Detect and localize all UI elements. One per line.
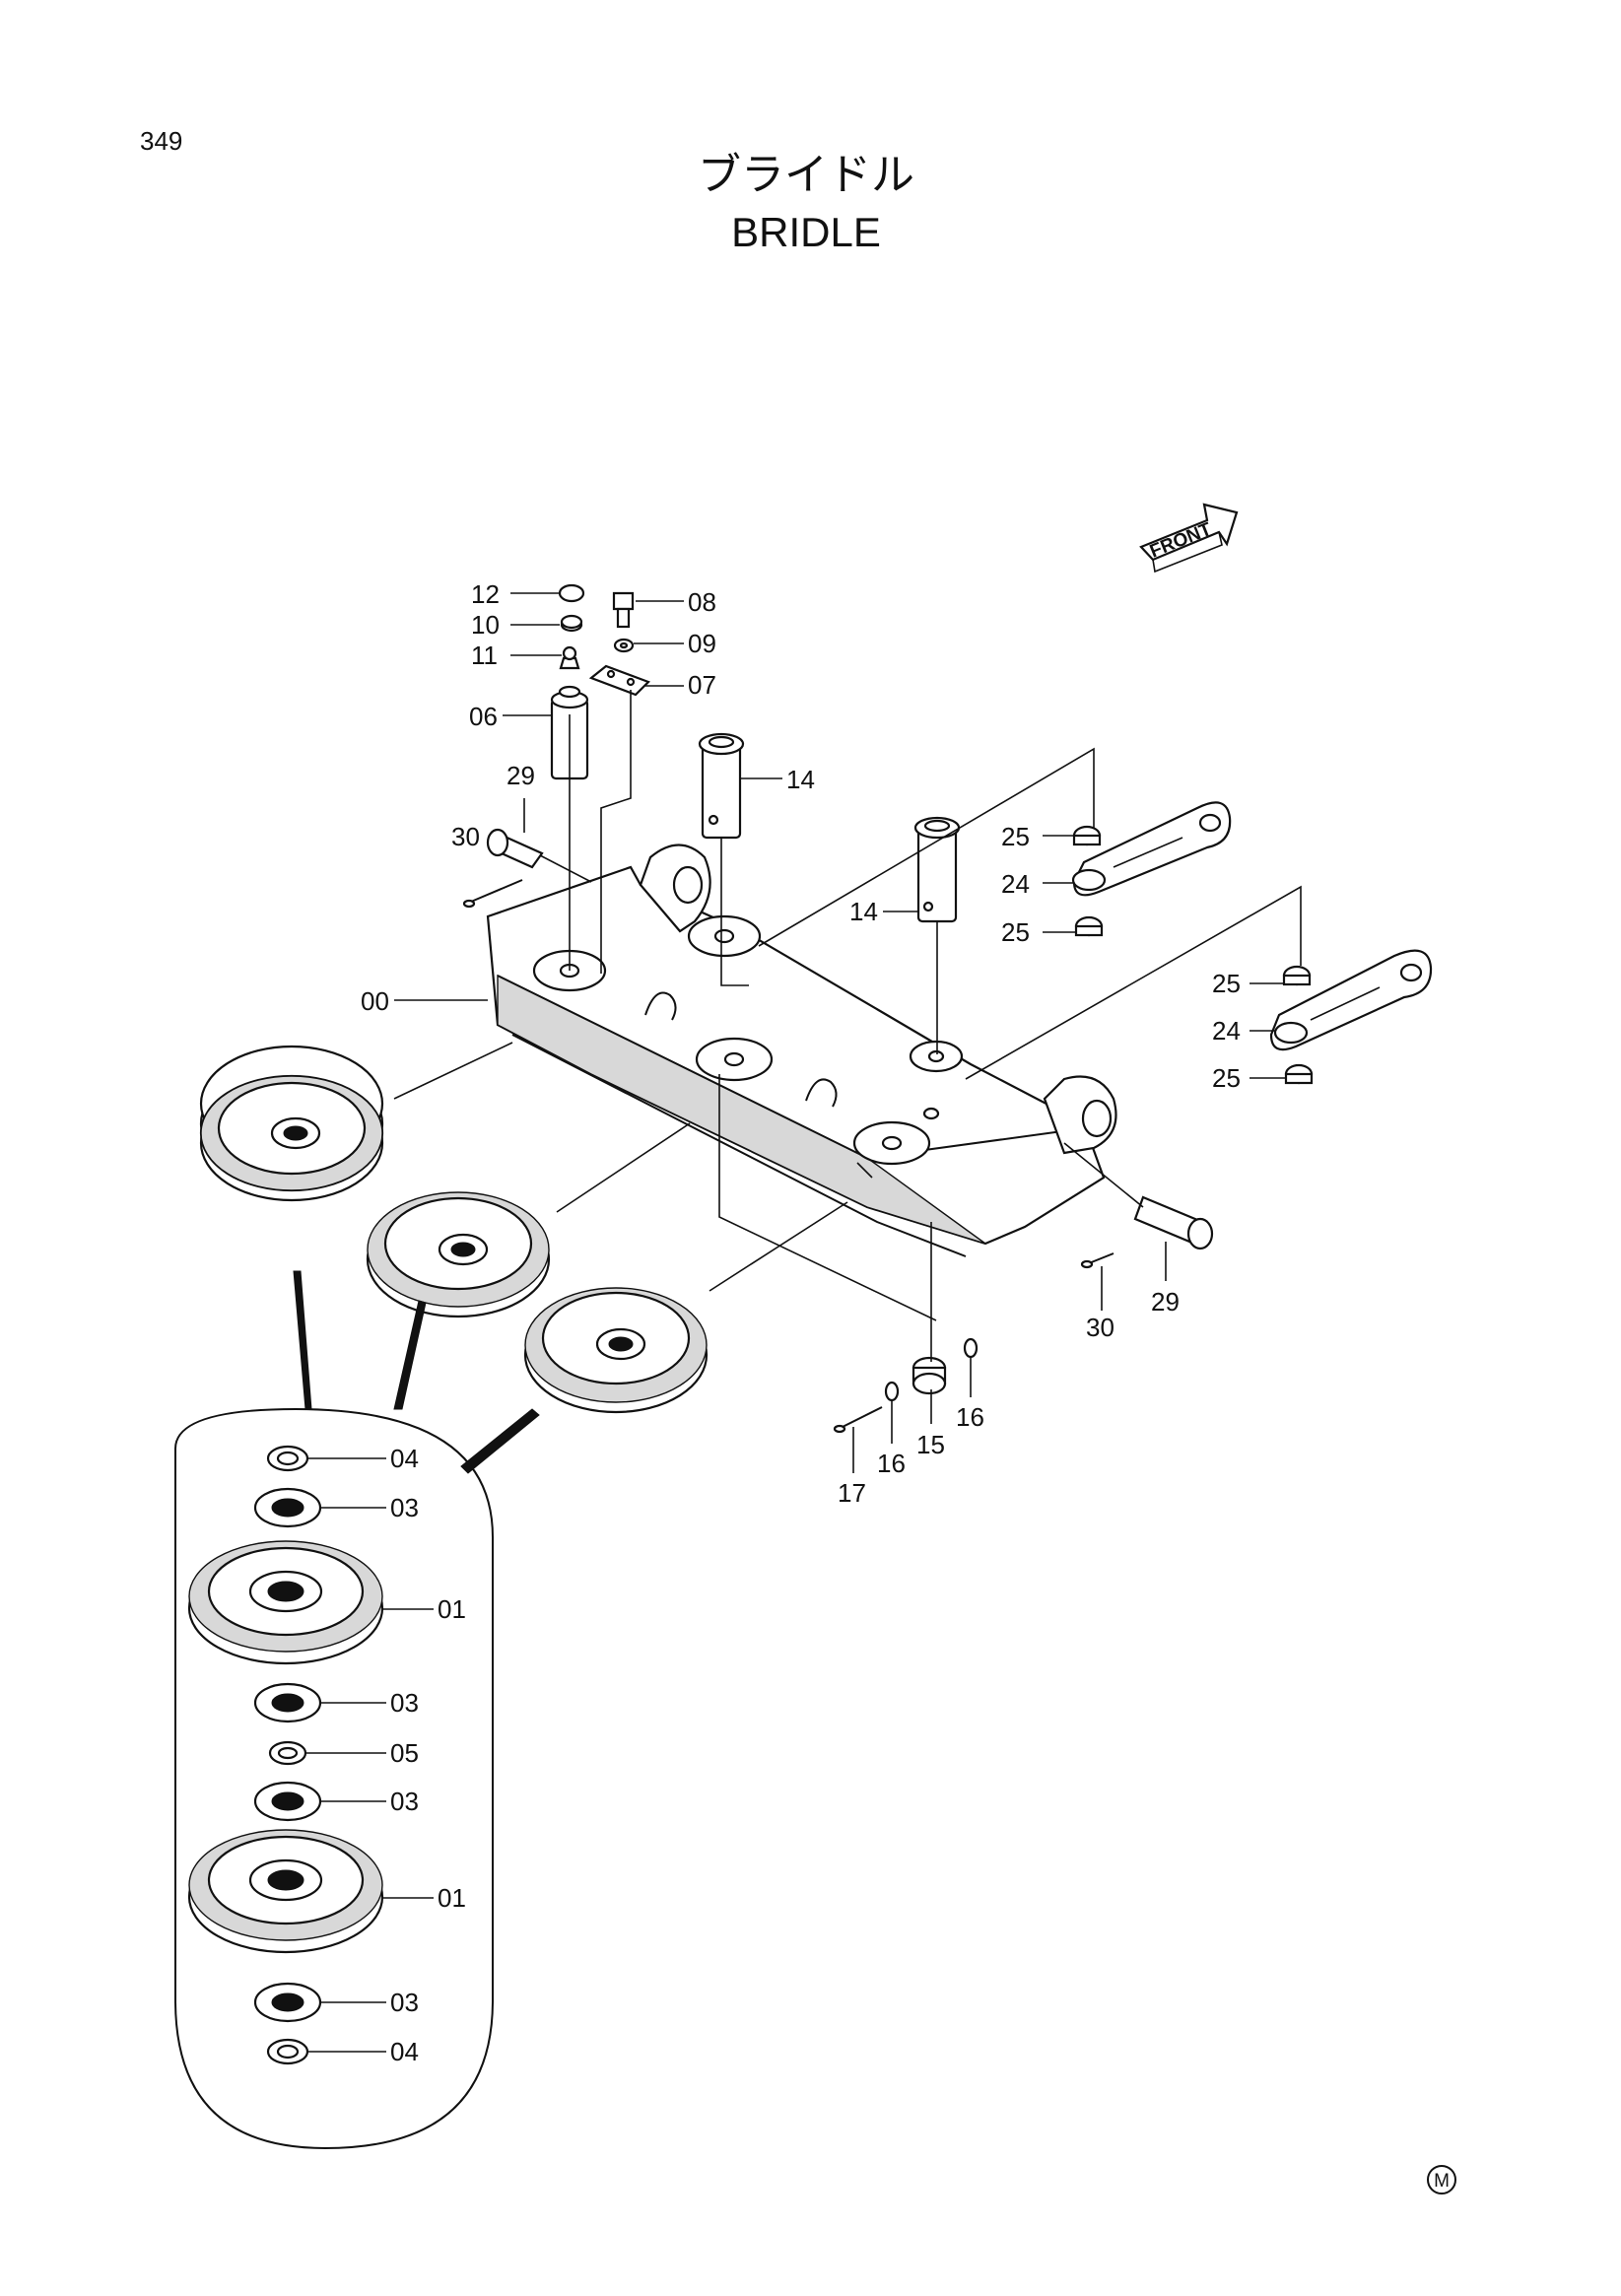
pin-29-right (1133, 1195, 1214, 1250)
pointer-wedge (460, 1408, 540, 1474)
callout-labels: 12 10 11 06 08 09 07 14 14 29 30 00 25 2… (361, 579, 1241, 2066)
callout-label: 25 (1212, 969, 1241, 998)
page-number: 349 (140, 126, 182, 156)
callout-label: 30 (451, 822, 480, 851)
callout-label: 17 (838, 1478, 866, 1508)
callout-label: 04 (390, 2037, 419, 2066)
cotter-pin-17 (833, 1406, 883, 1434)
callout-label: 29 (1151, 1287, 1180, 1317)
plate-07 (588, 664, 650, 697)
callout-label: 25 (1001, 822, 1030, 851)
exploded-view-capsule (174, 1407, 494, 2150)
front-label: FRONT (1147, 519, 1215, 563)
arm-24-upper (1071, 801, 1232, 897)
pin-29-left (486, 828, 544, 869)
callout-label: 16 (877, 1449, 906, 1478)
mark-symbol: M (1434, 2171, 1450, 2192)
callout-label: 11 (471, 641, 498, 670)
callout-label: 06 (469, 702, 498, 731)
bushing-15 (912, 1356, 947, 1395)
callout-label: 10 (471, 610, 500, 640)
callout-label: 30 (1086, 1313, 1114, 1342)
callout-label: 25 (1001, 917, 1030, 947)
exploded-sheave-parts (187, 1445, 384, 2065)
callout-label: 29 (507, 761, 535, 790)
callout-label: 03 (390, 1688, 419, 1718)
cotter-pin-30-right (1080, 1252, 1114, 1269)
callout-label: 03 (390, 1493, 419, 1522)
callout-label: 12 (471, 579, 500, 609)
callout-label: 01 (438, 1594, 466, 1624)
pin-14-right (913, 816, 961, 923)
grease-fitting-11 (559, 645, 580, 670)
nut-10 (560, 614, 583, 633)
callout-label: 14 (849, 897, 878, 926)
front-arrow-icon: FRONT (1139, 503, 1239, 574)
pointer-wedge (293, 1270, 312, 1410)
callout-label: 15 (916, 1430, 945, 1459)
reference-lines (393, 690, 1302, 1362)
callout-label: 09 (688, 629, 716, 658)
sheave-assembly-1 (199, 1045, 384, 1202)
pointer-wedge (393, 1300, 427, 1410)
bolt-08 (612, 591, 635, 629)
callout-label: 08 (688, 587, 716, 617)
callout-label: 24 (1001, 869, 1030, 899)
sheave-assembly-2 (366, 1191, 551, 1318)
callout-label: 25 (1212, 1063, 1241, 1093)
sheave-assembly-3 (523, 1287, 709, 1414)
bushing-25-set (1072, 825, 1314, 1085)
title-english: BRIDLE (731, 209, 881, 255)
callout-label: 07 (688, 670, 716, 700)
circled-m-mark: M (1427, 2165, 1456, 2195)
callout-label: 14 (786, 765, 815, 794)
pin-14-left (698, 732, 745, 840)
title-japanese: ブライドル (698, 150, 914, 200)
callout-label: 04 (390, 1444, 419, 1473)
callout-label: 00 (361, 986, 389, 1016)
cotter-pin-30-left (462, 879, 523, 909)
washer-16 (884, 1337, 979, 1402)
callout-label: 03 (390, 1787, 419, 1816)
callout-label: 24 (1212, 1016, 1241, 1046)
bridle-frame (486, 844, 1117, 1257)
cap-12 (558, 583, 585, 603)
callout-label: 01 (438, 1883, 466, 1913)
callout-label: 16 (956, 1402, 984, 1432)
leader-lines (305, 592, 1286, 2053)
callout-label: 03 (390, 1988, 419, 2017)
callout-label: 05 (390, 1738, 419, 1768)
arm-24-lower (1269, 949, 1433, 1051)
washer-09 (613, 638, 635, 653)
